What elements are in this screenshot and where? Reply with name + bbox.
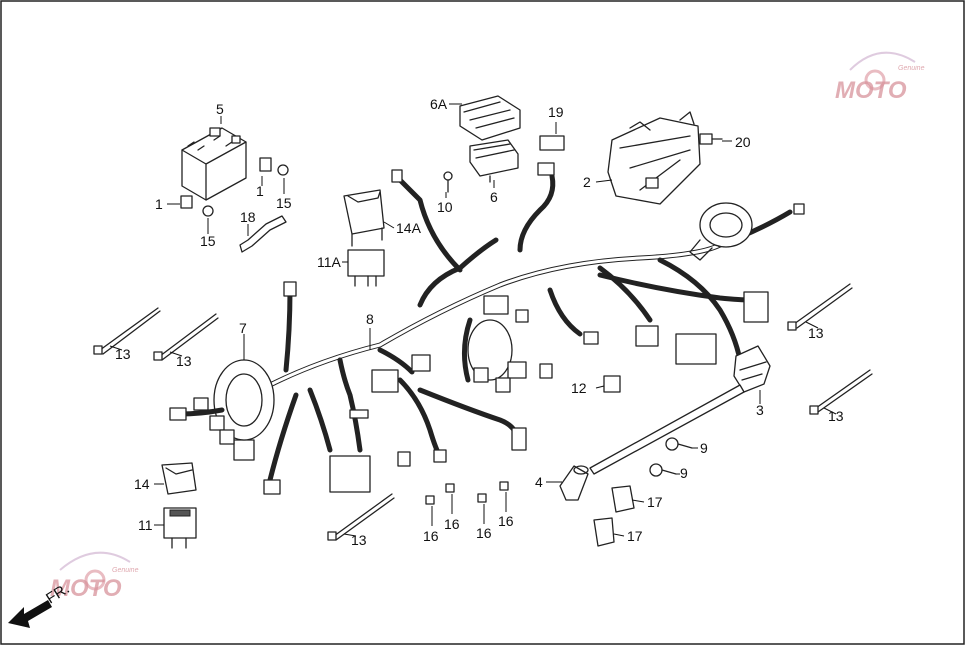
fuse-box-cover bbox=[459, 95, 521, 141]
harness-connector bbox=[233, 162, 805, 495]
callout-label: 1 bbox=[155, 196, 163, 212]
battery bbox=[181, 127, 247, 201]
callout-label: 11 bbox=[138, 517, 153, 533]
callout-label: 14A bbox=[396, 220, 422, 236]
callout-label: 13 bbox=[828, 408, 844, 424]
relay-cover-14 bbox=[161, 462, 197, 495]
callout-label: 17 bbox=[647, 494, 663, 510]
callout-label: 9 bbox=[680, 465, 688, 481]
leader-lines bbox=[109, 103, 837, 537]
watermark-subtext: Genuine bbox=[112, 567, 139, 574]
callout-label: 6A bbox=[430, 96, 448, 112]
callout-label: 13 bbox=[808, 325, 824, 341]
callout-label: 14 bbox=[134, 476, 150, 492]
callout-label: 1 bbox=[256, 183, 264, 199]
callout-label: 20 bbox=[735, 134, 751, 150]
ignition-switch bbox=[689, 202, 753, 261]
front-direction-indicator: FR. bbox=[8, 580, 73, 628]
callout-label: 19 bbox=[548, 104, 564, 120]
callout-label: 4 bbox=[535, 474, 543, 490]
connector-cluster bbox=[467, 295, 529, 393]
battery-terminal-nut bbox=[180, 157, 272, 209]
callout-label: 16 bbox=[476, 525, 492, 541]
callout-label: 9 bbox=[700, 440, 708, 456]
callout-label: 16 bbox=[423, 528, 439, 544]
fuse bbox=[425, 481, 509, 505]
callout-label: 15 bbox=[276, 195, 292, 211]
relay-11a bbox=[347, 249, 385, 287]
watermark-top-right: MOTO Genuine bbox=[835, 51, 925, 104]
watermark-subtext: Genuine bbox=[898, 65, 925, 72]
cable-tie bbox=[93, 283, 873, 541]
screw bbox=[443, 171, 453, 193]
callout-label: 13 bbox=[176, 353, 192, 369]
flange-bolt bbox=[649, 437, 693, 477]
callout-label: 10 bbox=[437, 199, 453, 215]
clip bbox=[603, 375, 621, 393]
callout-label: 16 bbox=[498, 513, 514, 529]
callout-label: 15 bbox=[200, 233, 216, 249]
callout-label: 11A bbox=[317, 254, 342, 270]
relay-cover-14a bbox=[343, 189, 385, 247]
terminal-bolt bbox=[202, 164, 289, 217]
sub-wiring-harness bbox=[169, 359, 275, 445]
callout-label: 18 bbox=[240, 209, 256, 225]
battery-cable bbox=[239, 215, 287, 253]
fuse-box bbox=[469, 139, 519, 183]
fuse-holder bbox=[593, 485, 635, 547]
main-wiring-harness bbox=[267, 173, 793, 483]
callout-label: 8 bbox=[366, 311, 374, 327]
callout-label: 5 bbox=[216, 101, 224, 117]
front-arrow-icon bbox=[8, 600, 52, 628]
watermark-text: MOTO bbox=[835, 77, 907, 104]
callout-label: 3 bbox=[756, 402, 764, 418]
bracket-bolt bbox=[699, 133, 723, 145]
ignition-coil bbox=[589, 345, 771, 475]
callout-label: 13 bbox=[351, 532, 367, 548]
callout-label: 13 bbox=[115, 346, 131, 362]
watermark-bottom-left: MOTO Genuine bbox=[50, 551, 139, 602]
callout-label: 16 bbox=[444, 516, 460, 532]
callout-label: 12 bbox=[571, 380, 587, 396]
callout-label: 2 bbox=[583, 174, 591, 190]
callout-label: 6 bbox=[490, 189, 498, 205]
spark-plug-cap bbox=[559, 465, 589, 501]
watermark-text: MOTO bbox=[50, 575, 122, 602]
control-unit-bracket bbox=[607, 111, 701, 205]
callout-label: 17 bbox=[627, 528, 643, 544]
callout-label: 7 bbox=[239, 320, 247, 336]
callout-labels: 1 1 2 3 4 5 6 6A 7 8 9 9 10 11 11A 12 13… bbox=[115, 96, 844, 548]
relay-11 bbox=[163, 507, 197, 549]
fuse-label bbox=[539, 135, 565, 151]
